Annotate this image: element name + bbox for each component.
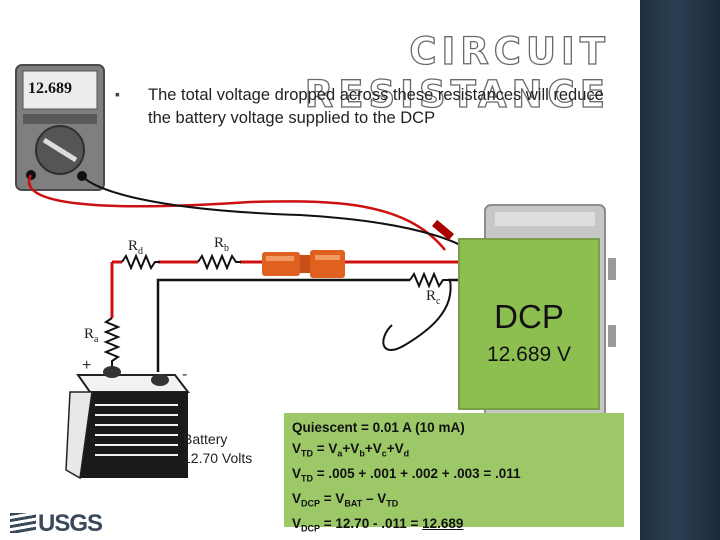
calc-line-4: VDCP = VBAT – VTD [292,490,399,509]
dcp-label: DCP [494,298,564,335]
calc-line-3: VTD = .005 + .001 + .002 + .003 = .011 [292,465,521,484]
bullet-text: The total voltage dropped across these r… [148,86,604,127]
multimeter-icon [15,64,105,191]
meter-reading: 12.689 [28,80,72,97]
connector-icon [262,250,345,278]
resistor-rb [197,253,241,271]
label-rc: Rc [426,288,441,307]
label-rb: Rb [214,235,230,254]
calc-line-2: VTD = Va+Vb+Vc+Vd [292,440,410,459]
calc-line-1: Quiescent = 0.01 A (10 mA) [292,420,465,435]
battery-label-line1: Battery [183,431,228,447]
usgs-logo: USGS [10,510,103,538]
calculation-box: Quiescent = 0.01 A (10 mA) VTD = Va+Vb+V… [284,413,624,534]
bullet-marker: ▪ [115,86,120,102]
usgs-wave-icon [10,513,36,533]
battery-label: Battery 12.70 Volts [183,430,252,468]
dcp-voltage: 12.689 V [486,343,572,366]
calc-line-5: VDCP = 12.70 - .011 = 12.689 [292,516,464,534]
resistor-rc [409,271,448,289]
label-rd: Rd [128,238,144,257]
sidebar-decoration [640,0,720,540]
plus-terminal-label: + [82,357,92,374]
calc-result: 12.689 [422,516,464,532]
minus-terminal-label: - [182,366,188,383]
battery-label-line2: 12.70 Volts [183,450,253,466]
usgs-logo-text: USGS [38,510,103,537]
resistor-rd [121,253,160,271]
slide-title: CIRCUIT RESISTANCE [304,29,610,116]
battery-icon [65,366,191,480]
dcp-box [458,238,600,410]
resistor-ra [103,317,121,371]
label-ra: Ra [84,326,99,345]
